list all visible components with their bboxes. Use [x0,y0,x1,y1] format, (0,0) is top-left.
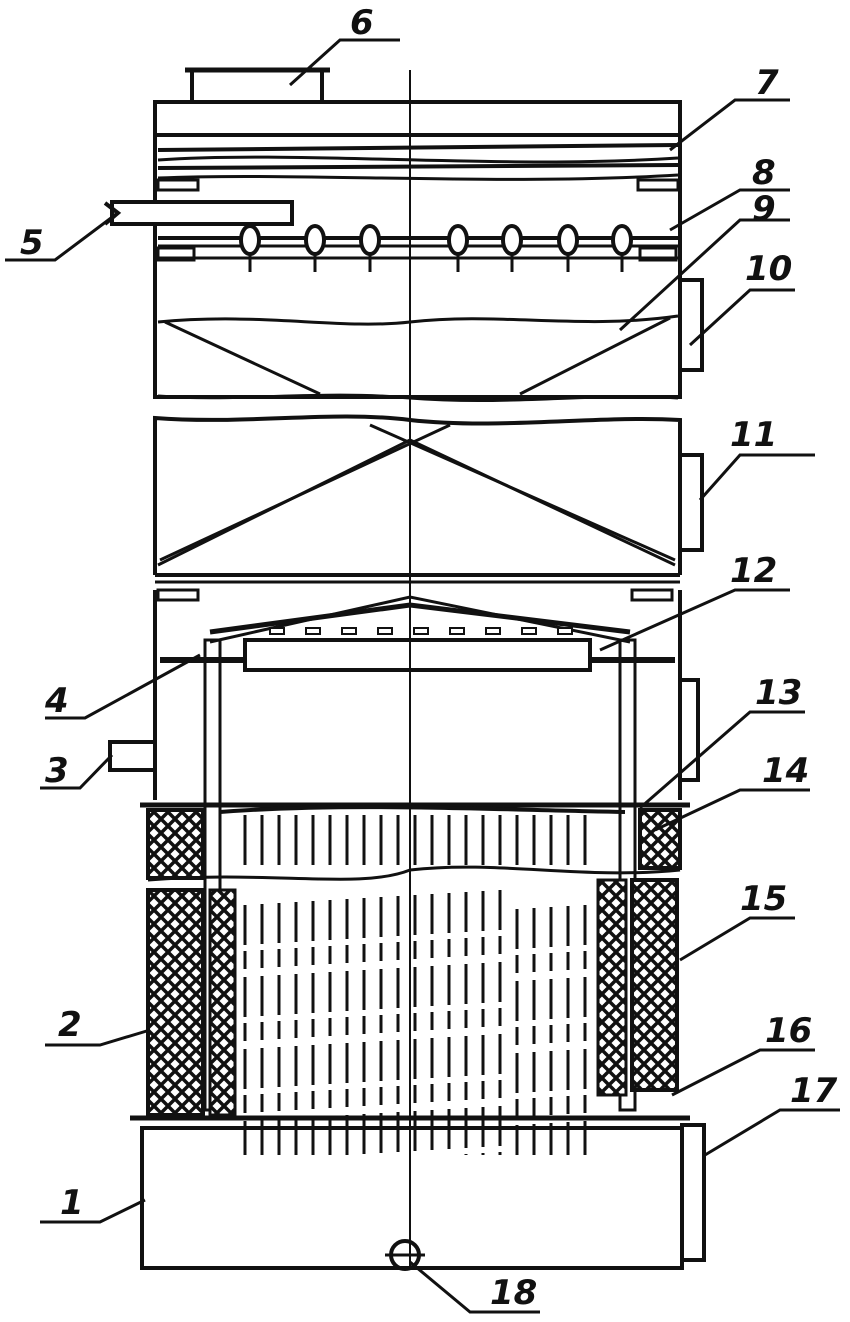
top-nozzle [185,67,330,104]
middle-packing-section [153,414,682,584]
label-6: 6 [350,3,374,43]
spray-header [103,200,678,262]
distributor-hole [377,627,393,635]
upper-housing [153,100,682,399]
spray-nozzle [501,224,523,256]
label-8: 8 [752,153,776,193]
label-16: 16 [765,1011,812,1051]
inlet-nozzle-left [108,740,157,772]
label-3: 3 [45,751,69,791]
label-4: 4 [44,681,69,721]
distributor-hole [557,627,573,635]
spray-nozzle [304,224,326,256]
distributor-hole [449,627,465,635]
distributor-hole [305,627,321,635]
distributor-hole [521,627,537,635]
insulation-right [630,878,679,1092]
label-11: 11 [730,415,777,455]
heat-exchange-tubes [243,815,587,1155]
label-14: 14 [762,751,809,791]
insulation-right-top [638,808,682,870]
leader-lines [5,38,840,1314]
lower-housing [153,588,682,800]
side-nozzle-lower [678,678,700,782]
side-nozzle-upper [678,278,704,372]
tube-sheet [140,802,690,882]
distributor-hole [413,627,429,635]
label-7: 7 [755,63,779,103]
insulation-left [146,888,205,1117]
drain-valve [385,1239,425,1271]
spray-nozzle [359,224,381,256]
label-12: 12 [730,551,777,591]
label-2: 2 [58,1005,82,1045]
label-13: 13 [755,673,802,713]
filler-right [596,878,628,1097]
label-10: 10 [745,249,792,289]
label-15: 15 [740,879,787,919]
spray-nozzle [611,224,633,256]
demister-pad [156,143,680,192]
distributor-hole [485,627,501,635]
spray-nozzle [239,224,261,256]
label-17: 17 [790,1071,838,1111]
insulation-left-top [146,808,205,880]
label-1: 1 [60,1183,84,1223]
side-nozzle-middle [678,453,704,552]
spray-nozzles [239,224,633,272]
spray-nozzle [447,224,469,256]
distributor-holes [269,627,573,635]
label-5: 5 [20,223,44,263]
distributor-hole [341,627,357,635]
distributor-hole [269,627,285,635]
label-9: 9 [752,189,776,229]
upper-packing-section [157,314,679,403]
label-18: 18 [490,1273,537,1313]
filler-left [208,888,237,1117]
spray-nozzle [557,224,579,256]
